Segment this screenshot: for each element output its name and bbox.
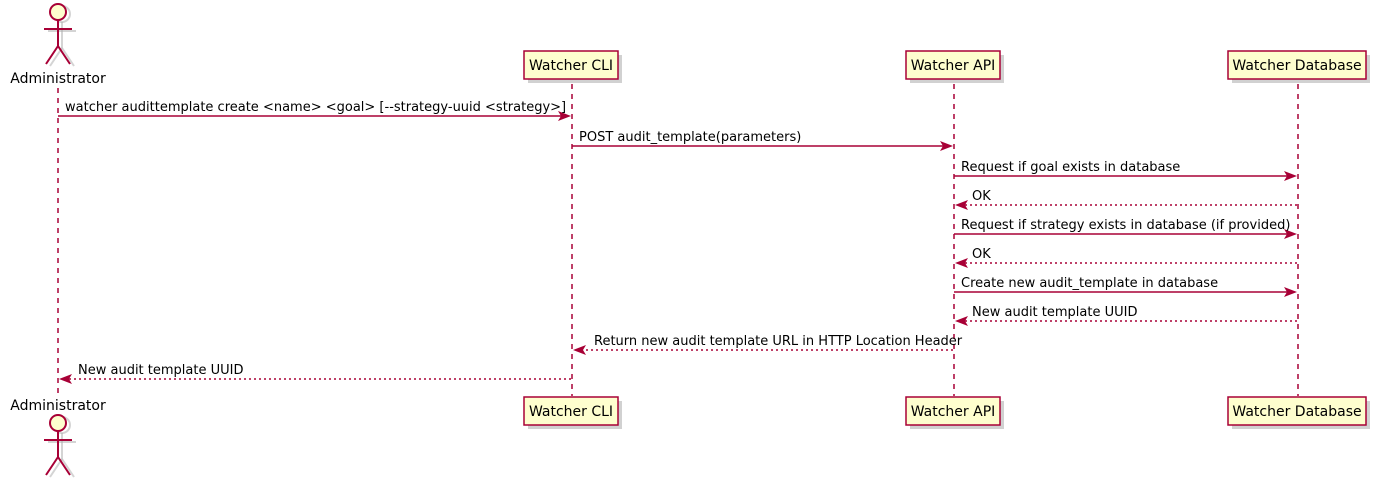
box-rect [905, 50, 1001, 80]
box-rect [905, 396, 1001, 426]
participant-label-watcher-api-top: Watcher API [911, 58, 996, 74]
actor-shadow-top [48, 5, 76, 67]
actor-label-administrator-top: Administrator [10, 71, 106, 87]
participant-label-watcher-cli-bottom: Watcher CLI [529, 404, 613, 420]
box-rect [1227, 50, 1367, 80]
message-10-arrowhead [59, 374, 72, 384]
message-4-label: OK [972, 189, 991, 204]
message-9[interactable]: Return new audit template URL in HTTP Lo… [573, 334, 963, 355]
message-7-label: Create new audit_template in database [961, 276, 1218, 291]
message-2[interactable]: POST audit_template(parameters) [572, 130, 953, 151]
participant-label-watcher-database-bottom: Watcher Database [1232, 404, 1361, 420]
lifelines-layer [57, 84, 1299, 396]
participant-box-watcher-database-bottom[interactable]: Watcher Database [1227, 396, 1370, 429]
message-7-arrowhead [1284, 287, 1297, 297]
message-4[interactable]: OK [955, 189, 1297, 210]
message-8-arrowhead [955, 316, 968, 326]
participant-label-watcher-database-top: Watcher Database [1232, 58, 1361, 74]
participant-label-watcher-cli-top: Watcher CLI [529, 58, 613, 74]
actor-leg-left-icon [45, 456, 59, 476]
actor-administrator-bottom[interactable]: Administrator [10, 398, 106, 478]
message-1-label: watcher audittemplate create <name> <goa… [65, 100, 566, 115]
message-5-label: Request if strategy exists in database (… [961, 218, 1290, 233]
participant-box-watcher-api-top[interactable]: Watcher API [905, 50, 1004, 83]
message-2-arrowhead [940, 141, 953, 151]
message-10[interactable]: New audit template UUID [59, 363, 571, 384]
message-10-label: New audit template UUID [78, 363, 243, 378]
participant-box-watcher-database-top[interactable]: Watcher Database [1227, 50, 1370, 83]
box-rect [523, 396, 619, 426]
message-1[interactable]: watcher audittemplate create <name> <goa… [58, 100, 571, 121]
message-8[interactable]: New audit template UUID [955, 305, 1297, 326]
message-8-label: New audit template UUID [972, 305, 1137, 320]
participant-box-watcher-cli-top[interactable]: Watcher CLI [523, 50, 622, 83]
participant-box-watcher-api-bottom[interactable]: Watcher API [905, 396, 1004, 429]
message-4-arrowhead [955, 200, 968, 210]
message-6[interactable]: OK [955, 247, 1297, 268]
message-2-label: POST audit_template(parameters) [579, 130, 801, 145]
message-5[interactable]: Request if strategy exists in database (… [954, 218, 1297, 239]
message-3[interactable]: Request if goal exists in database [954, 160, 1297, 181]
message-5-arrowhead [1284, 229, 1297, 239]
actor-leg-left-icon [45, 45, 59, 65]
box-rect [523, 50, 619, 80]
box-rect [1227, 396, 1367, 426]
actor-shadow-bottom [48, 416, 76, 478]
message-9-label: Return new audit template URL in HTTP Lo… [594, 334, 963, 349]
message-3-label: Request if goal exists in database [961, 160, 1180, 175]
actor-leg-right-icon [57, 45, 71, 65]
message-6-arrowhead [955, 258, 968, 268]
message-3-arrowhead [1284, 171, 1297, 181]
participant-box-watcher-cli-bottom[interactable]: Watcher CLI [523, 396, 622, 429]
message-7[interactable]: Create new audit_template in database [954, 276, 1297, 297]
message-6-label: OK [972, 247, 991, 262]
message-1-arrowhead [558, 111, 571, 121]
actor-administrator-top[interactable]: Administrator [10, 3, 106, 87]
actor-leg-right-icon [57, 456, 71, 476]
actor-head-icon [49, 3, 67, 21]
message-9-arrowhead [573, 345, 586, 355]
participant-label-watcher-api-bottom: Watcher API [911, 404, 996, 420]
actor-label-administrator-bottom: Administrator [10, 398, 106, 414]
actor-head-icon [49, 414, 67, 432]
